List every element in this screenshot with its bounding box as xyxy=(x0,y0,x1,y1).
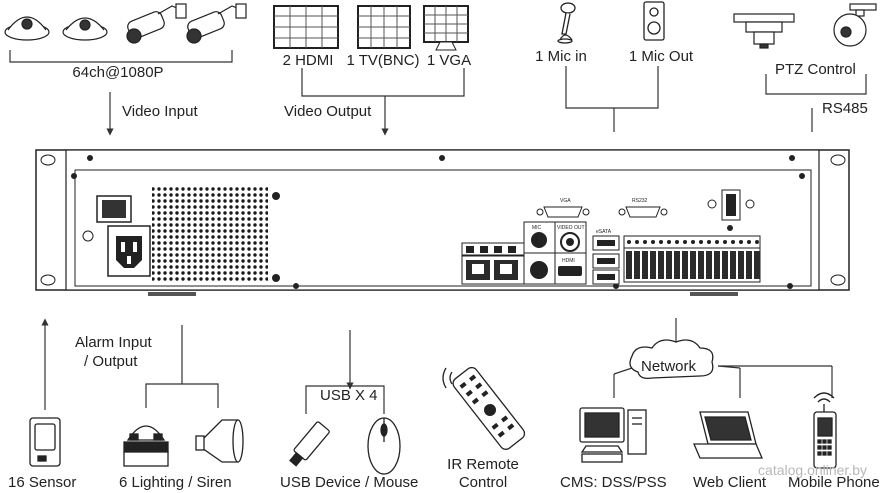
terminal-pin xyxy=(738,251,744,279)
watermark: catalog.onliner.by xyxy=(758,462,867,478)
video-input-label: Video Input xyxy=(122,103,198,120)
usb-esata-ports: eSATA xyxy=(592,229,620,285)
siren-horn-icon xyxy=(195,419,244,463)
terminal-screw xyxy=(643,240,647,244)
mouse-icon xyxy=(367,417,401,475)
fan-grille xyxy=(152,186,280,282)
terminal-screw xyxy=(667,240,671,244)
terminal-pin xyxy=(706,251,712,279)
terminal-pin xyxy=(674,251,680,279)
av-port-block: MIC VIDEO OUT HDMI xyxy=(523,221,587,285)
ptz-camera-icon xyxy=(733,13,795,49)
top-connectors xyxy=(9,50,867,136)
usb-x4-label: USB X 4 xyxy=(320,387,378,404)
terminal-pin xyxy=(626,251,632,279)
terminal-screw xyxy=(691,240,695,244)
camera-bullet-1-icon xyxy=(126,3,187,44)
vga-port: VGA xyxy=(536,198,590,218)
terminal-screw xyxy=(651,240,655,244)
terminal-pin xyxy=(722,251,728,279)
microphone-icon xyxy=(557,2,576,44)
hdmi-label: 2 HDMI xyxy=(282,52,334,69)
terminal-pin xyxy=(642,251,648,279)
mobile-phone-label: Mobile Phone xyxy=(788,474,880,491)
terminal-pin xyxy=(634,251,640,279)
monitor-tv-icon xyxy=(357,5,411,49)
sensor-label: 16 Sensor xyxy=(8,474,77,491)
mic-out-label: 1 Mic Out xyxy=(628,48,694,65)
terminal-pin xyxy=(682,251,688,279)
alarm-io-label-1: Alarm Input xyxy=(75,334,152,351)
power-switch xyxy=(96,195,132,223)
terminal-block xyxy=(623,235,761,283)
web-client-label: Web Client xyxy=(693,474,767,491)
esata-port-label: eSATA xyxy=(596,229,612,235)
usb-device-mouse-label: USB Device / Mouse xyxy=(280,474,419,491)
monitor-hdmi-icon xyxy=(273,5,339,49)
terminal-screw xyxy=(635,240,639,244)
terminal-pin xyxy=(650,251,656,279)
video-output-label: Video Output xyxy=(284,103,372,120)
terminal-screw xyxy=(627,240,631,244)
bottom-connectors xyxy=(41,318,833,414)
ir-remote-label-1: IR Remote xyxy=(447,456,519,473)
laptop-icon xyxy=(693,411,763,459)
ptz-control-label: PTZ Control xyxy=(775,61,856,78)
mic-port-label: MIC xyxy=(532,225,542,231)
ground-screw xyxy=(707,189,755,231)
terminal-screw xyxy=(755,240,759,244)
ptz-dome-icon xyxy=(833,3,877,47)
speaker-icon xyxy=(643,1,665,41)
terminal-pin xyxy=(698,251,704,279)
terminal-screw xyxy=(683,240,687,244)
network-label: Network xyxy=(641,358,697,375)
usb-stick-icon xyxy=(289,421,330,467)
terminal-screw xyxy=(675,240,679,244)
terminal-pin xyxy=(658,251,664,279)
terminal-screw xyxy=(699,240,703,244)
terminal-screw xyxy=(731,240,735,244)
vga-label: 1 VGA xyxy=(426,52,472,69)
hdmi-port-label: HDMI xyxy=(562,258,575,264)
ir-remote-label-2: Control xyxy=(458,474,508,491)
cms-label: CMS: DSS/PSS xyxy=(560,474,667,491)
camera-dome-1-icon xyxy=(4,16,50,41)
rs485-label: RS485 xyxy=(822,100,868,117)
terminal-pin xyxy=(690,251,696,279)
terminal-screw xyxy=(707,240,711,244)
video-out-port-label: VIDEO OUT xyxy=(557,225,585,231)
rj45-ports xyxy=(461,242,525,285)
vga-port-label: VGA xyxy=(560,198,571,204)
desktop-computer-icon xyxy=(579,407,647,463)
camera-bullet-2-icon xyxy=(186,3,247,44)
sensor-icon xyxy=(29,417,61,467)
terminal-pin xyxy=(754,251,760,279)
network-cloud-icon xyxy=(629,339,714,380)
mic-in-label: 1 Mic in xyxy=(535,48,587,65)
terminal-screw xyxy=(747,240,751,244)
terminal-pin xyxy=(714,251,720,279)
camera-dome-2-icon xyxy=(62,17,108,41)
cameras-label: 64ch@1080P xyxy=(72,64,164,81)
rs232-port: RS232 xyxy=(618,198,668,218)
monitor-vga-icon xyxy=(423,5,469,51)
terminal-screw xyxy=(723,240,727,244)
mobile-phone-icon xyxy=(813,392,837,469)
ir-remote-icon xyxy=(442,366,526,450)
power-socket xyxy=(82,225,151,277)
lighting-siren-label: 6 Lighting / Siren xyxy=(119,474,232,491)
terminal-pin xyxy=(666,251,672,279)
alarm-io-label-2: / Output xyxy=(84,353,138,370)
terminal-pin xyxy=(746,251,752,279)
terminal-pin xyxy=(730,251,736,279)
tv-bnc-label: 1 TV(BNC) xyxy=(346,52,420,69)
terminal-screw xyxy=(659,240,663,244)
terminal-screw xyxy=(715,240,719,244)
alarm-light-icon xyxy=(123,425,169,467)
rs232-port-label: RS232 xyxy=(632,198,648,204)
terminal-screw xyxy=(739,240,743,244)
